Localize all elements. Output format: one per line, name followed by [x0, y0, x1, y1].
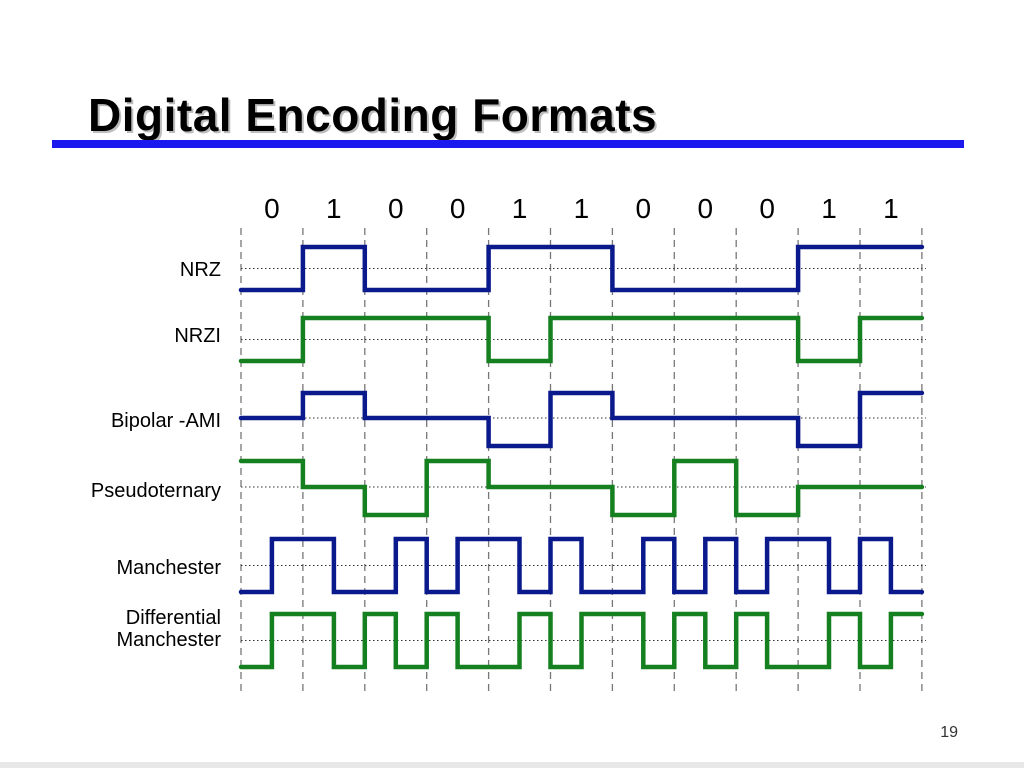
row-label: NRZ [180, 259, 221, 281]
bit-label-8: 0 [759, 193, 775, 224]
signal-trace-1 [238, 315, 925, 364]
bit-label-10: 1 [883, 193, 899, 224]
row-label: NRZI [174, 325, 221, 347]
bit-label-4: 1 [512, 193, 528, 224]
signal-trace-2 [238, 390, 925, 449]
bit-label-2: 0 [388, 193, 404, 224]
bit-label-9: 1 [821, 193, 837, 224]
footer-band [0, 762, 1024, 768]
row-label: Manchester [117, 557, 222, 579]
page-number: 19 [940, 724, 958, 741]
signal-trace-5 [238, 611, 925, 670]
bit-label-7: 0 [697, 193, 713, 224]
bit-label-6: 0 [636, 193, 652, 224]
row-label: Differential [126, 607, 221, 629]
row-labels: NRZ NRZI Bipolar -AMI PseudoternaryManchest… [91, 259, 221, 651]
bit-label-0: 0 [264, 193, 280, 224]
bit-label-1: 1 [326, 193, 342, 224]
slide-title: Digital Encoding Formats [88, 89, 658, 141]
row-label: Pseudoternary [91, 480, 221, 502]
title-underline-rule [52, 140, 964, 148]
bit-labels: 0 1 0 0 1 1 0 0 0 1 1 [264, 193, 899, 224]
signal-traces [238, 244, 925, 670]
encoding-diagram: 0 1 0 0 1 1 0 0 0 1 1 NRZ NRZI Bipolar -AMI Pseudoter… [91, 193, 926, 692]
bit-label-5: 1 [574, 193, 590, 224]
signal-trace-0 [238, 244, 925, 293]
row-label: Bipolar -AMI [111, 410, 221, 432]
signal-trace-3 [238, 458, 925, 518]
row-label: Manchester [117, 629, 222, 651]
bit-label-3: 0 [450, 193, 466, 224]
signal-trace-4 [238, 536, 925, 595]
